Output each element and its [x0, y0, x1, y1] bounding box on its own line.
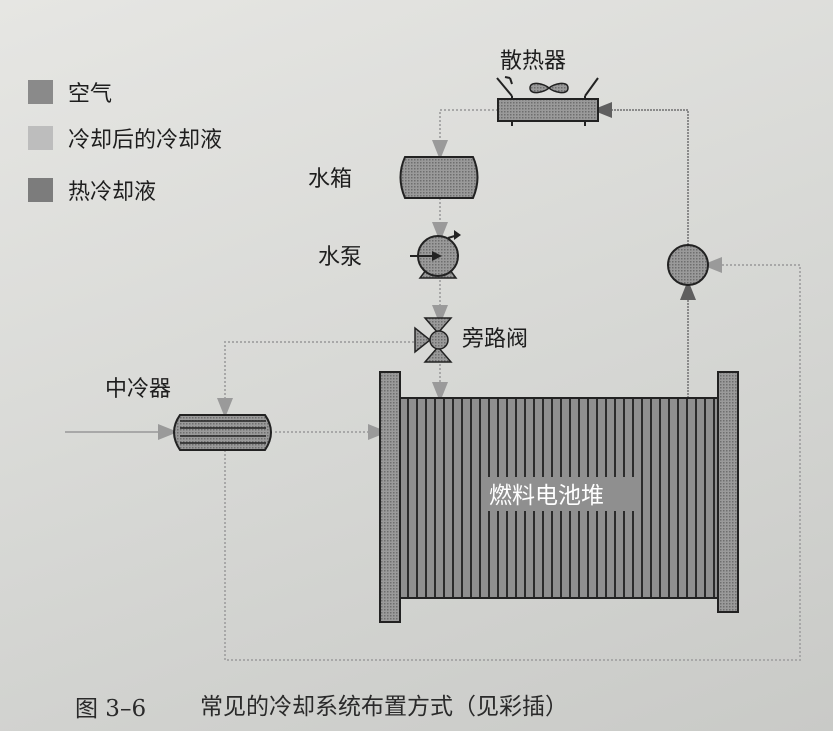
- stack-label: 燃料电池堆: [489, 483, 604, 509]
- intercooler: 中冷器: [105, 377, 272, 451]
- legend-swatch-hot-coolant: [28, 178, 53, 202]
- figure-caption: 图 3–6 常见的冷却系统布置方式（见彩插）: [75, 694, 568, 722]
- figure-number: 图 3–6: [75, 696, 146, 722]
- hot-coolant-lines: [592, 102, 696, 398]
- water-pump: 水泵: [318, 230, 461, 279]
- radiator-bracket-left: [496, 77, 513, 97]
- radiator: 散热器: [496, 49, 599, 126]
- bypass-valve-label: 旁路阀: [462, 327, 528, 352]
- radiator-bracket-right: [584, 77, 599, 97]
- intercooler-label: 中冷器: [105, 377, 171, 402]
- legend-swatch-cooled-coolant: [28, 126, 53, 150]
- valve-icon: [429, 330, 449, 350]
- water-tank: 水箱: [308, 156, 479, 199]
- pump-label: 水泵: [318, 245, 362, 270]
- cooled-coolant-lines: [217, 109, 801, 661]
- legend: 空气 冷却后的冷却液 热冷却液: [28, 80, 222, 205]
- fan-icon: [529, 82, 569, 94]
- legend-swatch-air: [28, 80, 53, 104]
- legend-label-hot-coolant: 热冷却液: [68, 180, 156, 205]
- stack-endplate-right: [717, 371, 739, 613]
- bypass-valve: 旁路阀: [414, 317, 528, 363]
- radiator-label: 散热器: [500, 49, 566, 74]
- thermostat-junction: [667, 244, 709, 286]
- fuel-cell-stack: 燃料电池堆: [379, 371, 739, 623]
- legend-label-air: 空气: [68, 82, 112, 107]
- legend-label-cooled-coolant: 冷却后的冷却液: [68, 128, 222, 153]
- stack-endplate-left: [379, 371, 401, 623]
- tank-label: 水箱: [308, 167, 352, 192]
- figure-title: 常见的冷却系统布置方式（见彩插）: [200, 694, 568, 720]
